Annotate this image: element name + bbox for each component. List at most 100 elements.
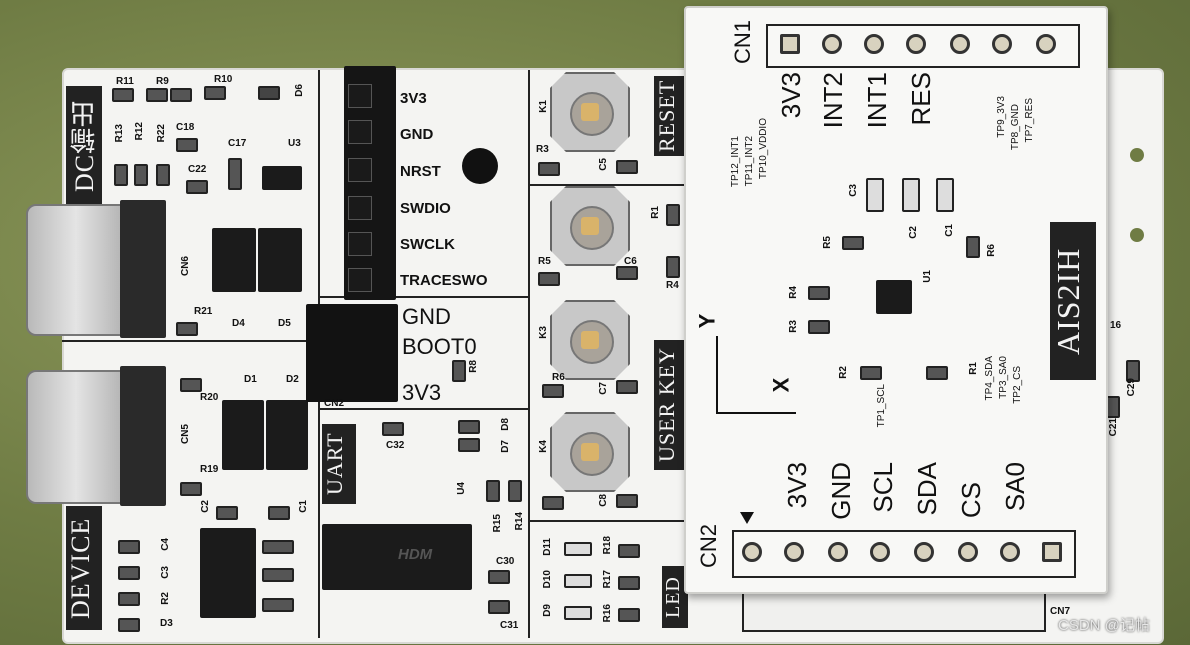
resistor-r1 bbox=[666, 204, 680, 226]
ref-d7: D7 bbox=[500, 440, 511, 453]
tp-label-cs: TP2_CS bbox=[1012, 366, 1023, 404]
led-d3 bbox=[118, 618, 140, 632]
usb-uart-chip bbox=[322, 524, 472, 590]
led-d10 bbox=[564, 574, 592, 588]
ref-u3: U3 bbox=[288, 138, 301, 149]
resistor-r18 bbox=[618, 544, 640, 558]
tp-label-gnd: TP8_GND bbox=[1010, 104, 1021, 151]
ref-16: 16 bbox=[1110, 320, 1122, 331]
ref-r8: R8 bbox=[468, 360, 479, 373]
cap-c4 bbox=[118, 540, 140, 554]
cap-c1 bbox=[268, 506, 290, 520]
divider-line bbox=[62, 340, 320, 342]
axis-y-line bbox=[716, 336, 718, 414]
jumper-label-gnd: GND bbox=[402, 304, 451, 329]
resistor-r21 bbox=[176, 322, 198, 336]
ref-d2: D2 bbox=[286, 374, 299, 385]
ref-r4: R4 bbox=[666, 280, 679, 291]
cap-c29 bbox=[1126, 360, 1140, 382]
tp-label-sda: TP4_SDA bbox=[984, 356, 995, 401]
ref-d1: D1 bbox=[244, 374, 257, 385]
header-label-swdio: SWDIO bbox=[400, 200, 451, 217]
uart-label: UART bbox=[322, 424, 356, 504]
cn2-pin-5 bbox=[914, 542, 934, 562]
ref-cn7: CN7 bbox=[1050, 606, 1071, 617]
swd-pin bbox=[348, 84, 372, 108]
led-d11 bbox=[564, 542, 592, 556]
ref-k4: K4 bbox=[538, 440, 549, 453]
ref-c32: C32 bbox=[386, 440, 405, 451]
right-mount-hole bbox=[1130, 228, 1144, 242]
tp-label-res: TP7_RES bbox=[1024, 98, 1035, 143]
ref-c8: C8 bbox=[598, 494, 609, 507]
resistor-r14 bbox=[486, 480, 500, 502]
cn1-pin-2 bbox=[822, 34, 842, 54]
bottom-pin-label-sa0: SA0 bbox=[1000, 462, 1030, 512]
ref-r11: R11 bbox=[116, 76, 134, 87]
ref-cn5: CN5 bbox=[180, 424, 191, 445]
header-label-nrst: NRST bbox=[400, 163, 441, 180]
cn1-pin-7 bbox=[1036, 34, 1056, 54]
header-label-traceswo: TRACESWO bbox=[400, 272, 488, 289]
cap-c2 bbox=[216, 506, 238, 520]
right-mount-hole bbox=[1130, 148, 1144, 162]
resistor-r11 bbox=[112, 88, 134, 102]
cap-c32 bbox=[382, 422, 404, 436]
sensor-resistor-r3 bbox=[808, 320, 830, 334]
divider-line bbox=[318, 296, 530, 298]
reset-button-k1[interactable] bbox=[550, 72, 630, 152]
top-pin-label-res: RES bbox=[906, 72, 936, 126]
regulator-ldo bbox=[200, 528, 256, 618]
user-key-button-k4[interactable] bbox=[550, 412, 630, 492]
divider-line bbox=[528, 520, 688, 522]
tp-label-vddio: TP10_VDDIO bbox=[758, 118, 769, 180]
cap-c8 bbox=[616, 494, 638, 508]
cap-c31 bbox=[488, 600, 510, 614]
ref-r16: R16 bbox=[602, 604, 613, 623]
sensor-resistor-r4 bbox=[808, 286, 830, 300]
ref-r2: R2 bbox=[160, 592, 171, 605]
sensor-ref-r6: R6 bbox=[986, 244, 997, 257]
ref-r5: R5 bbox=[538, 256, 551, 267]
cn2-pin-3 bbox=[828, 542, 848, 562]
resistor-r5 bbox=[538, 272, 560, 286]
sensor-cap-c2 bbox=[902, 178, 920, 212]
cn1-pin-5 bbox=[950, 34, 970, 54]
led-d8 bbox=[458, 438, 480, 452]
ref-c17: C17 bbox=[228, 138, 247, 149]
user-key-button-k2[interactable] bbox=[550, 186, 630, 266]
sensor-cap-c1 bbox=[936, 178, 954, 212]
cn1-pin-6 bbox=[992, 34, 1012, 54]
resistor-r4 bbox=[666, 256, 680, 278]
cap-c18 bbox=[176, 138, 198, 152]
ref-r3: R3 bbox=[536, 144, 549, 155]
ref-r12: R12 bbox=[134, 122, 145, 141]
sensor-ref-c2: C2 bbox=[908, 226, 919, 239]
cn2-pin-2 bbox=[784, 542, 804, 562]
sensor-resistor-r2 bbox=[860, 366, 882, 380]
cn1-pin-4 bbox=[906, 34, 926, 54]
resistor-r22 bbox=[156, 164, 170, 186]
cap-c17 bbox=[228, 158, 242, 190]
cap-c5 bbox=[616, 160, 638, 174]
ref-c5: C5 bbox=[598, 158, 609, 171]
swd-pin bbox=[348, 196, 372, 220]
ref-cn6: CN6 bbox=[180, 256, 191, 277]
ref-r15: R15 bbox=[492, 514, 503, 533]
dc-output-label: DC输出 bbox=[66, 86, 102, 206]
usb-c-housing-cn5 bbox=[120, 366, 166, 506]
ref-r20: R20 bbox=[200, 392, 219, 403]
sensor-resistor-r1 bbox=[926, 366, 948, 380]
resistor-r8 bbox=[452, 360, 466, 382]
accelerometer-u1 bbox=[876, 280, 912, 314]
ref-c4: C4 bbox=[160, 538, 171, 551]
ref-d11: D11 bbox=[542, 538, 553, 556]
usb-c-housing-cn6 bbox=[120, 200, 166, 338]
resistor-k4 bbox=[542, 496, 564, 510]
ref-r9: R9 bbox=[156, 76, 169, 87]
user-key-button-k3[interactable] bbox=[550, 300, 630, 380]
ldo-pin-2 bbox=[262, 568, 294, 582]
diode-d2 bbox=[266, 400, 308, 470]
ref-r10: R10 bbox=[214, 74, 233, 85]
bottom-pin-label-sda: SDA bbox=[912, 462, 942, 516]
